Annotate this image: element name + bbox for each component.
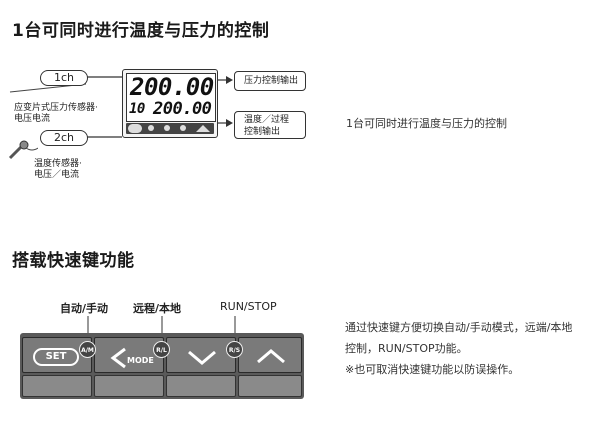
mini-set-key xyxy=(128,124,142,133)
rl-key[interactable]: R/L xyxy=(153,341,170,358)
ch1-sensor-label-line1: 应变片式压力传感器· xyxy=(14,103,98,113)
set-key[interactable]: SET xyxy=(22,337,92,373)
ch2-sensor-label-line1: 温度传感器· xyxy=(34,159,82,169)
output-temp-label-line2: 控制输出 xyxy=(244,127,281,137)
rs-key[interactable]: R/S xyxy=(226,341,243,358)
ch2-sensor-label-line2: 电压／电流 xyxy=(34,170,80,180)
down-chevron-icon xyxy=(188,350,216,365)
controller-display: 200.00 10 200.00 xyxy=(126,73,216,122)
section2-description-line1: 通过快速键方便切换自动/手动模式，远端/本地 xyxy=(345,321,573,334)
section-title-quick-keys: 搭载快速键功能 xyxy=(12,251,135,271)
left-chevron-icon xyxy=(110,347,126,369)
set-icon: SET xyxy=(33,348,79,366)
controller-device: 200.00 10 200.00 xyxy=(122,69,218,138)
output-pressure-label: 压力控制输出 xyxy=(244,76,299,86)
down-key[interactable] xyxy=(166,337,236,373)
mode-key-front xyxy=(94,375,164,397)
rs-label: R/S xyxy=(228,347,241,354)
key-label-remote-local: 远程/本地 xyxy=(133,302,182,315)
down-key-front xyxy=(166,375,236,397)
sv-index-readout: 10 xyxy=(129,101,145,117)
rl-label: R/L xyxy=(156,347,167,354)
up-chevron-icon xyxy=(257,349,285,364)
section2-description-line2: 控制，RUN/STOP功能。 xyxy=(345,342,468,355)
up-key[interactable] xyxy=(238,337,302,373)
am-key[interactable]: A/M xyxy=(79,341,96,358)
set-label: SET xyxy=(45,351,67,362)
temperature-probe-icon xyxy=(8,140,38,160)
set-key-front xyxy=(22,375,92,397)
mini-badge-1 xyxy=(148,125,154,131)
ch1-sensor-label-line2: 电压电流 xyxy=(14,114,51,124)
mode-key[interactable]: MODE xyxy=(94,337,164,373)
channel-2-pill: 2ch xyxy=(40,130,88,146)
mini-badge-2 xyxy=(164,125,170,131)
sv-readout: 200.00 xyxy=(153,99,212,119)
output-box-temperature: 温度／过程 控制输出 xyxy=(234,111,306,139)
mini-up-icon xyxy=(196,125,210,132)
up-key-front xyxy=(238,375,302,397)
key-label-run-stop: RUN/STOP xyxy=(220,300,277,313)
section1-description: 1台可同时进行温度与压力的控制 xyxy=(346,117,507,130)
output-box-pressure: 压力控制输出 xyxy=(234,71,306,91)
output-temp-label-line1: 温度／过程 xyxy=(244,115,290,125)
am-label: A/M xyxy=(81,347,94,354)
mode-label: MODE xyxy=(127,356,154,365)
quick-key-panel: SET MODE A/M R/L R/S xyxy=(20,333,304,399)
pv-readout: 200.00 xyxy=(130,73,214,101)
section-title-simultaneous-control: 1台可同时进行温度与压力的控制 xyxy=(12,21,270,41)
controller-mini-keypad xyxy=(126,123,214,134)
section2-description-line3: ※也可取消快速键功能以防误操作。 xyxy=(345,363,520,376)
channel-1-pill: 1ch xyxy=(40,70,88,86)
mini-badge-3 xyxy=(180,125,186,131)
key-label-auto-manual: 自动/手动 xyxy=(60,302,109,315)
